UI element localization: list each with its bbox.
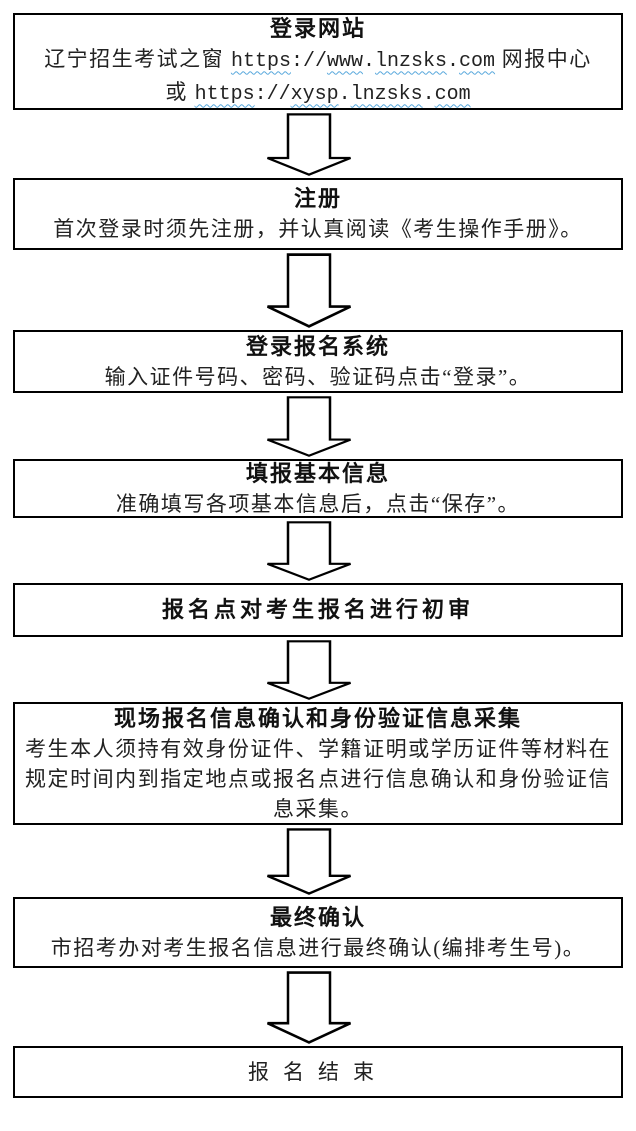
down-arrow-icon [266, 970, 352, 1044]
url-word: com [459, 49, 496, 73]
url-scheme: https [194, 82, 255, 106]
or-text: 或 [165, 79, 195, 104]
step-box-onsite-confirmation: 现场报名信息确认和身份验证信息采集 考生本人须持有效身份证件、学籍证明或学历证件… [13, 702, 623, 825]
url-dot: . [422, 82, 435, 106]
url-dot: . [447, 49, 460, 73]
down-arrow-icon [266, 395, 352, 457]
step-title: 现场报名信息确认和身份验证信息采集 [113, 705, 522, 731]
website-line-2: 或 https://xysp.lnzsks.com [19, 77, 617, 110]
site-name-text: 辽宁招生考试之窗 [44, 46, 231, 71]
flow-connector-2 [0, 250, 636, 330]
flow-connector-1 [0, 110, 636, 178]
website-url-alt: https://xysp.lnzsks.com [195, 83, 471, 106]
website-line-1: 辽宁招生考试之窗 https://www.lnzsks.com 网报中心 [19, 44, 617, 77]
down-arrow-icon [266, 639, 352, 700]
url-word: lnzsks [375, 49, 448, 73]
flow-connector-4 [0, 518, 636, 583]
step-box-register: 注册 首次登录时须先注册，并认真阅读《考生操作手册》。 [13, 178, 623, 250]
step-description: 准确填写各项基本信息后，点击“保存”。 [115, 491, 521, 516]
step-title: 报名点对考生报名进行初审 [161, 597, 474, 622]
step-title: 登录网站 [269, 15, 366, 41]
step-description: 考生本人须持有效身份证件、学籍证明或学历证件等材料在规定时间内到指定地点或报名点… [25, 736, 611, 821]
url-word: xysp [290, 82, 339, 106]
down-arrow-icon [266, 520, 352, 581]
url-dot: . [338, 82, 351, 106]
down-arrow-icon [266, 112, 352, 176]
step-box-final-confirmation: 最终确认 市招考办对考生报名信息进行最终确认(编排考生号)。 [13, 897, 623, 968]
step-title: 填报基本信息 [245, 460, 390, 486]
portal-name-text: 网报中心 [495, 46, 592, 71]
url-word: www [326, 49, 363, 73]
down-arrow-icon [266, 827, 352, 895]
step-description: 市招考办对考生报名信息进行最终确认(编排考生号)。 [50, 935, 586, 960]
step-description: 输入证件号码、密码、验证码点击“登录”。 [104, 364, 532, 389]
step-box-login-website: 登录网站 辽宁招生考试之窗 https://www.lnzsks.com 网报中… [13, 13, 623, 110]
flow-connector-5 [0, 637, 636, 702]
url-separator: :// [290, 49, 327, 73]
step-title: 注册 [293, 186, 342, 211]
step-title: 最终确认 [269, 904, 366, 930]
step-box-initial-review: 报名点对考生报名进行初审 [13, 583, 623, 637]
step-title: 登录报名系统 [245, 333, 390, 359]
step-title: 报名结束 [248, 1060, 388, 1084]
step-description: 首次登录时须先注册，并认真阅读《考生操作手册》。 [53, 217, 583, 241]
flow-connector-7 [0, 968, 636, 1046]
url-scheme: https [230, 49, 291, 73]
step-box-fill-basic-info: 填报基本信息 准确填写各项基本信息后，点击“保存”。 [13, 459, 623, 518]
url-separator: :// [254, 82, 291, 106]
flow-connector-6 [0, 825, 636, 897]
flow-connector-3 [0, 393, 636, 459]
down-arrow-icon [266, 252, 352, 328]
url-word: com [434, 82, 471, 106]
website-url-main: https://www.lnzsks.com [231, 50, 495, 73]
url-word: lnzsks [350, 82, 423, 106]
url-dot: . [362, 49, 375, 73]
step-box-registration-end: 报名结束 [13, 1046, 623, 1098]
step-box-login-system: 登录报名系统 输入证件号码、密码、验证码点击“登录”。 [13, 330, 623, 393]
